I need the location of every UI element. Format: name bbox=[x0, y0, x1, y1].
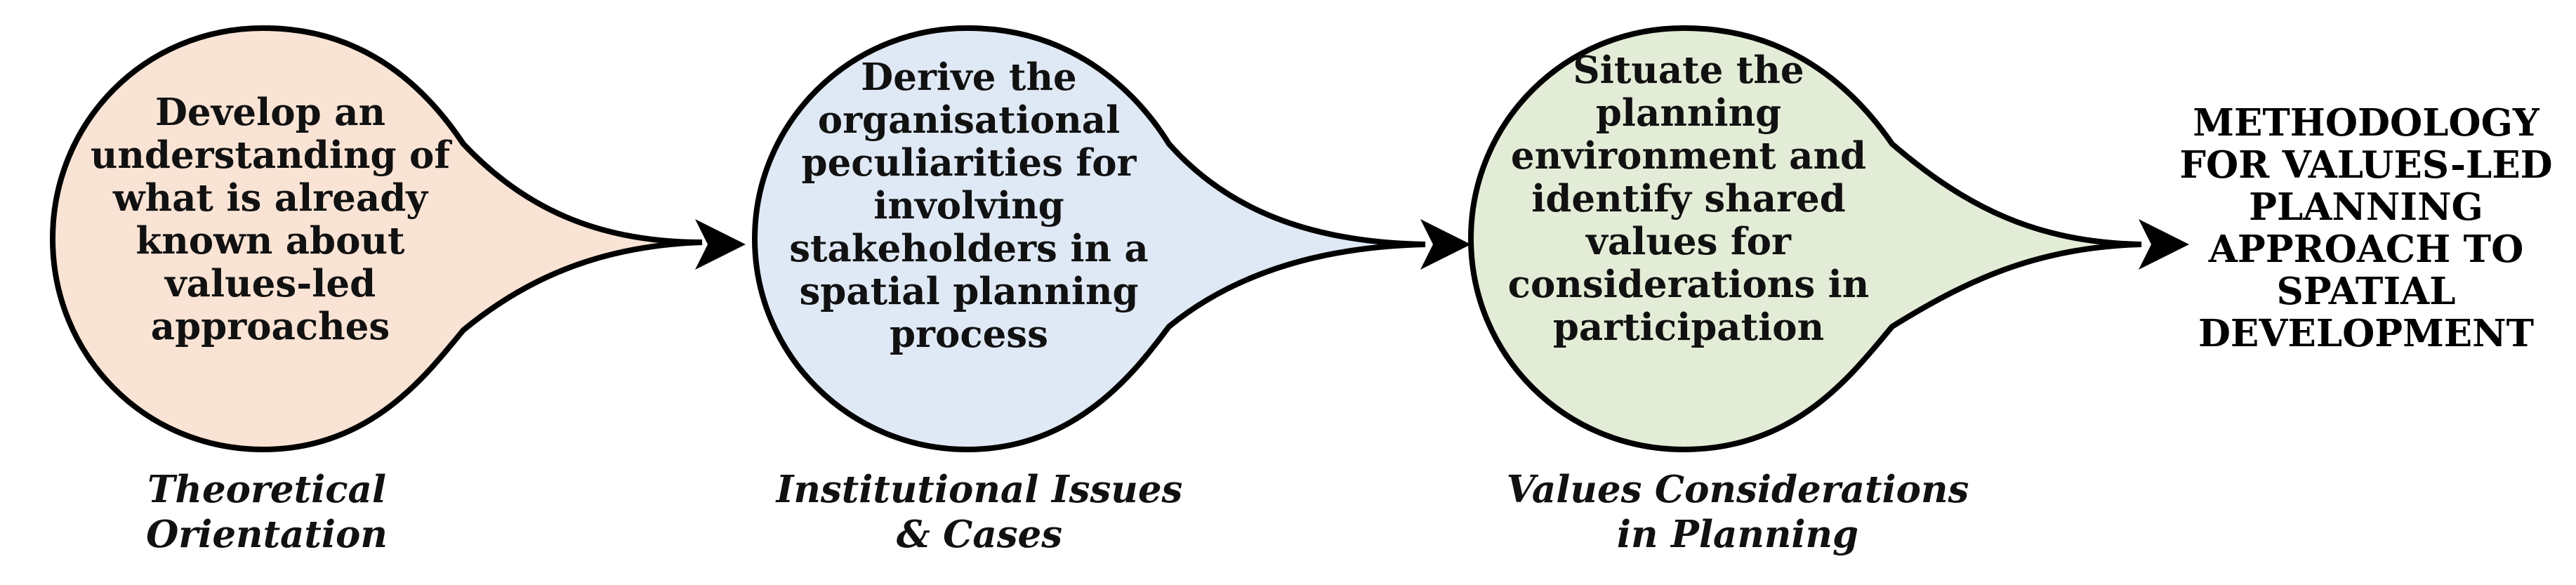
arrow-1-head bbox=[695, 219, 746, 270]
stage-1-shape bbox=[49, 25, 703, 453]
stage-3-shape bbox=[1467, 25, 2142, 453]
stage-1-caption: Theoretical Orientation bbox=[146, 468, 388, 556]
stage-3-text: Situate the planning environment and ide… bbox=[1507, 48, 1870, 349]
stage-3-caption: Values Considerations in Planning bbox=[1506, 468, 1969, 556]
stage-2-shape bbox=[751, 25, 1426, 453]
arrow-3-head bbox=[2139, 219, 2189, 270]
stage-1-text: Develop an understanding of what is alre… bbox=[90, 91, 451, 348]
stage-2-caption: Institutional Issues & Cases bbox=[776, 468, 1183, 556]
stage-2-text: Derive the organisational peculiarities … bbox=[789, 55, 1149, 356]
arrow-2-head bbox=[1420, 219, 1471, 270]
methodology-result: METHODOLOGY FOR VALUES-LED PLANNING APPR… bbox=[2179, 101, 2553, 355]
